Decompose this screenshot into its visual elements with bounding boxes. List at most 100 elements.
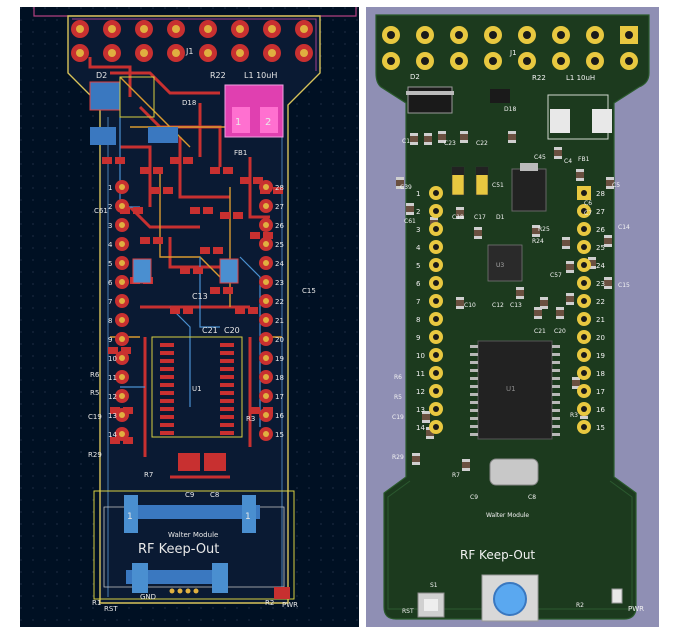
- antenna-pad-1-label: 1: [127, 512, 133, 522]
- cap-c22-pad[interactable]: [148, 127, 178, 143]
- inductor-l1-pad-2[interactable]: [260, 107, 278, 133]
- smd-terminal: [430, 217, 438, 220]
- right-pin-hole-3d: [581, 334, 587, 340]
- smd-terminal: [580, 416, 588, 419]
- smd-pad: [233, 212, 243, 219]
- crystal-x1-pad-b[interactable]: [204, 453, 226, 471]
- inductor-l1-pad-b[interactable]: [592, 109, 612, 133]
- smd-terminal: [566, 261, 574, 264]
- right-pin-label-3d: 25: [596, 244, 605, 252]
- header-hole: [489, 31, 497, 39]
- left-pin-label: 2: [108, 203, 112, 211]
- r24-label-3d: R24: [532, 238, 544, 245]
- left-pin-label-3d: 8: [416, 316, 420, 324]
- r25-label-3d: R25: [538, 226, 550, 233]
- smd-terminal: [406, 203, 414, 206]
- smd-pad: [140, 167, 150, 174]
- pcb-layout-canvas[interactable]: 1 2 J1 D2 R22 L1 10uH D18 FB1 1234567891…: [20, 7, 359, 627]
- smd-terminal: [604, 286, 612, 289]
- smd-terminal: [456, 207, 464, 210]
- smd-terminal: [508, 131, 516, 134]
- smd-part: [588, 257, 596, 269]
- header-hole: [557, 31, 565, 39]
- left-pin-drill: [119, 222, 125, 228]
- ic-u3[interactable]: [487, 244, 523, 282]
- left-pin-drill: [119, 317, 125, 323]
- u1-right-pad: [220, 343, 234, 347]
- diode-d2-pad[interactable]: [89, 81, 121, 111]
- header-drill: [268, 49, 276, 57]
- u1-lead-right: [552, 433, 560, 436]
- smd-terminal: [606, 177, 614, 180]
- right-pin-label: 16: [275, 412, 284, 420]
- u1-pads: [160, 343, 234, 435]
- right-pin-label-3d: 21: [596, 316, 605, 324]
- header-hole: [591, 57, 599, 65]
- header-hole: [421, 31, 429, 39]
- u1-lead-right: [552, 409, 560, 412]
- right-pin-drill: [263, 260, 269, 266]
- smd-terminal: [556, 307, 564, 310]
- user-button[interactable]: [493, 582, 527, 616]
- smd-terminal: [534, 307, 542, 310]
- led-pwr-pad[interactable]: [274, 587, 290, 599]
- c20-label: C20: [224, 326, 240, 335]
- antenna-pad-2[interactable]: [242, 495, 256, 533]
- right-pin-hole-3d: [581, 298, 587, 304]
- smd-terminal: [474, 227, 482, 230]
- left-pin-hole-3d: [433, 370, 439, 376]
- u1-right-pad: [220, 367, 234, 371]
- c17-label-3d: C17: [474, 214, 486, 221]
- button-pad[interactable]: [212, 563, 228, 593]
- crystal-x1[interactable]: [489, 458, 539, 486]
- inductor-l1-pad-1[interactable]: [232, 107, 250, 133]
- reset-button-cap[interactable]: [424, 599, 438, 611]
- diode-d18[interactable]: [490, 89, 510, 103]
- header-drill: [300, 25, 308, 33]
- u1-lead-left: [470, 409, 478, 412]
- smd-terminal: [588, 266, 596, 269]
- right-pin-drill: [263, 355, 269, 361]
- l1-label-3d: L1 10uH: [566, 74, 595, 82]
- smd-pad: [223, 167, 233, 174]
- smd-pad: [263, 232, 273, 239]
- smd-pad: [183, 307, 193, 314]
- smd-pad: [273, 187, 283, 194]
- cap-c10-pad[interactable]: [132, 258, 152, 284]
- r3-label-3d: R3: [570, 412, 578, 419]
- header-drill: [236, 49, 244, 57]
- cap-c1-pad[interactable]: [90, 127, 116, 145]
- ic-u1[interactable]: [477, 340, 553, 440]
- smd-part: [534, 307, 542, 319]
- smd-terminal: [576, 169, 584, 172]
- right-pin-label: 17: [275, 393, 284, 401]
- pcb-3d-canvas[interactable]: J1 D2 R22 L1 10uH D18 U3 123456789101112…: [366, 7, 659, 627]
- u1-lead-right: [552, 393, 560, 396]
- antenna-pad-1[interactable]: [124, 495, 138, 533]
- u1-right-pad: [220, 391, 234, 395]
- c7-label-3d: C7: [584, 210, 592, 217]
- left-pin-label: 10: [108, 355, 117, 363]
- right-pin-hole-3d: [581, 406, 587, 412]
- regulator-d1-tab: [520, 163, 538, 171]
- pcb-board: [375, 14, 650, 620]
- left-pin-drill: [119, 336, 125, 342]
- r6-label-3d: R6: [394, 374, 402, 381]
- r22-label: R22: [210, 71, 226, 80]
- inductor-l1-pad-a[interactable]: [550, 109, 570, 133]
- crystal-x1-pad-a[interactable]: [178, 453, 200, 471]
- right-pin-label-3d: 19: [596, 352, 605, 360]
- smd-pad: [213, 247, 223, 254]
- smd-terminal: [462, 468, 470, 471]
- diode-d2[interactable]: [407, 86, 453, 114]
- regulator-d1[interactable]: [511, 168, 547, 212]
- cap-c17-pad[interactable]: [219, 258, 239, 284]
- led-pwr[interactable]: [611, 588, 623, 604]
- switch-s1-pad[interactable]: [132, 563, 148, 593]
- c21-label: C21: [202, 326, 218, 335]
- left-pin-label-3d: 9: [416, 334, 420, 342]
- c1-label-3d: C1: [402, 138, 410, 145]
- c13-label-3d: C13: [510, 302, 522, 309]
